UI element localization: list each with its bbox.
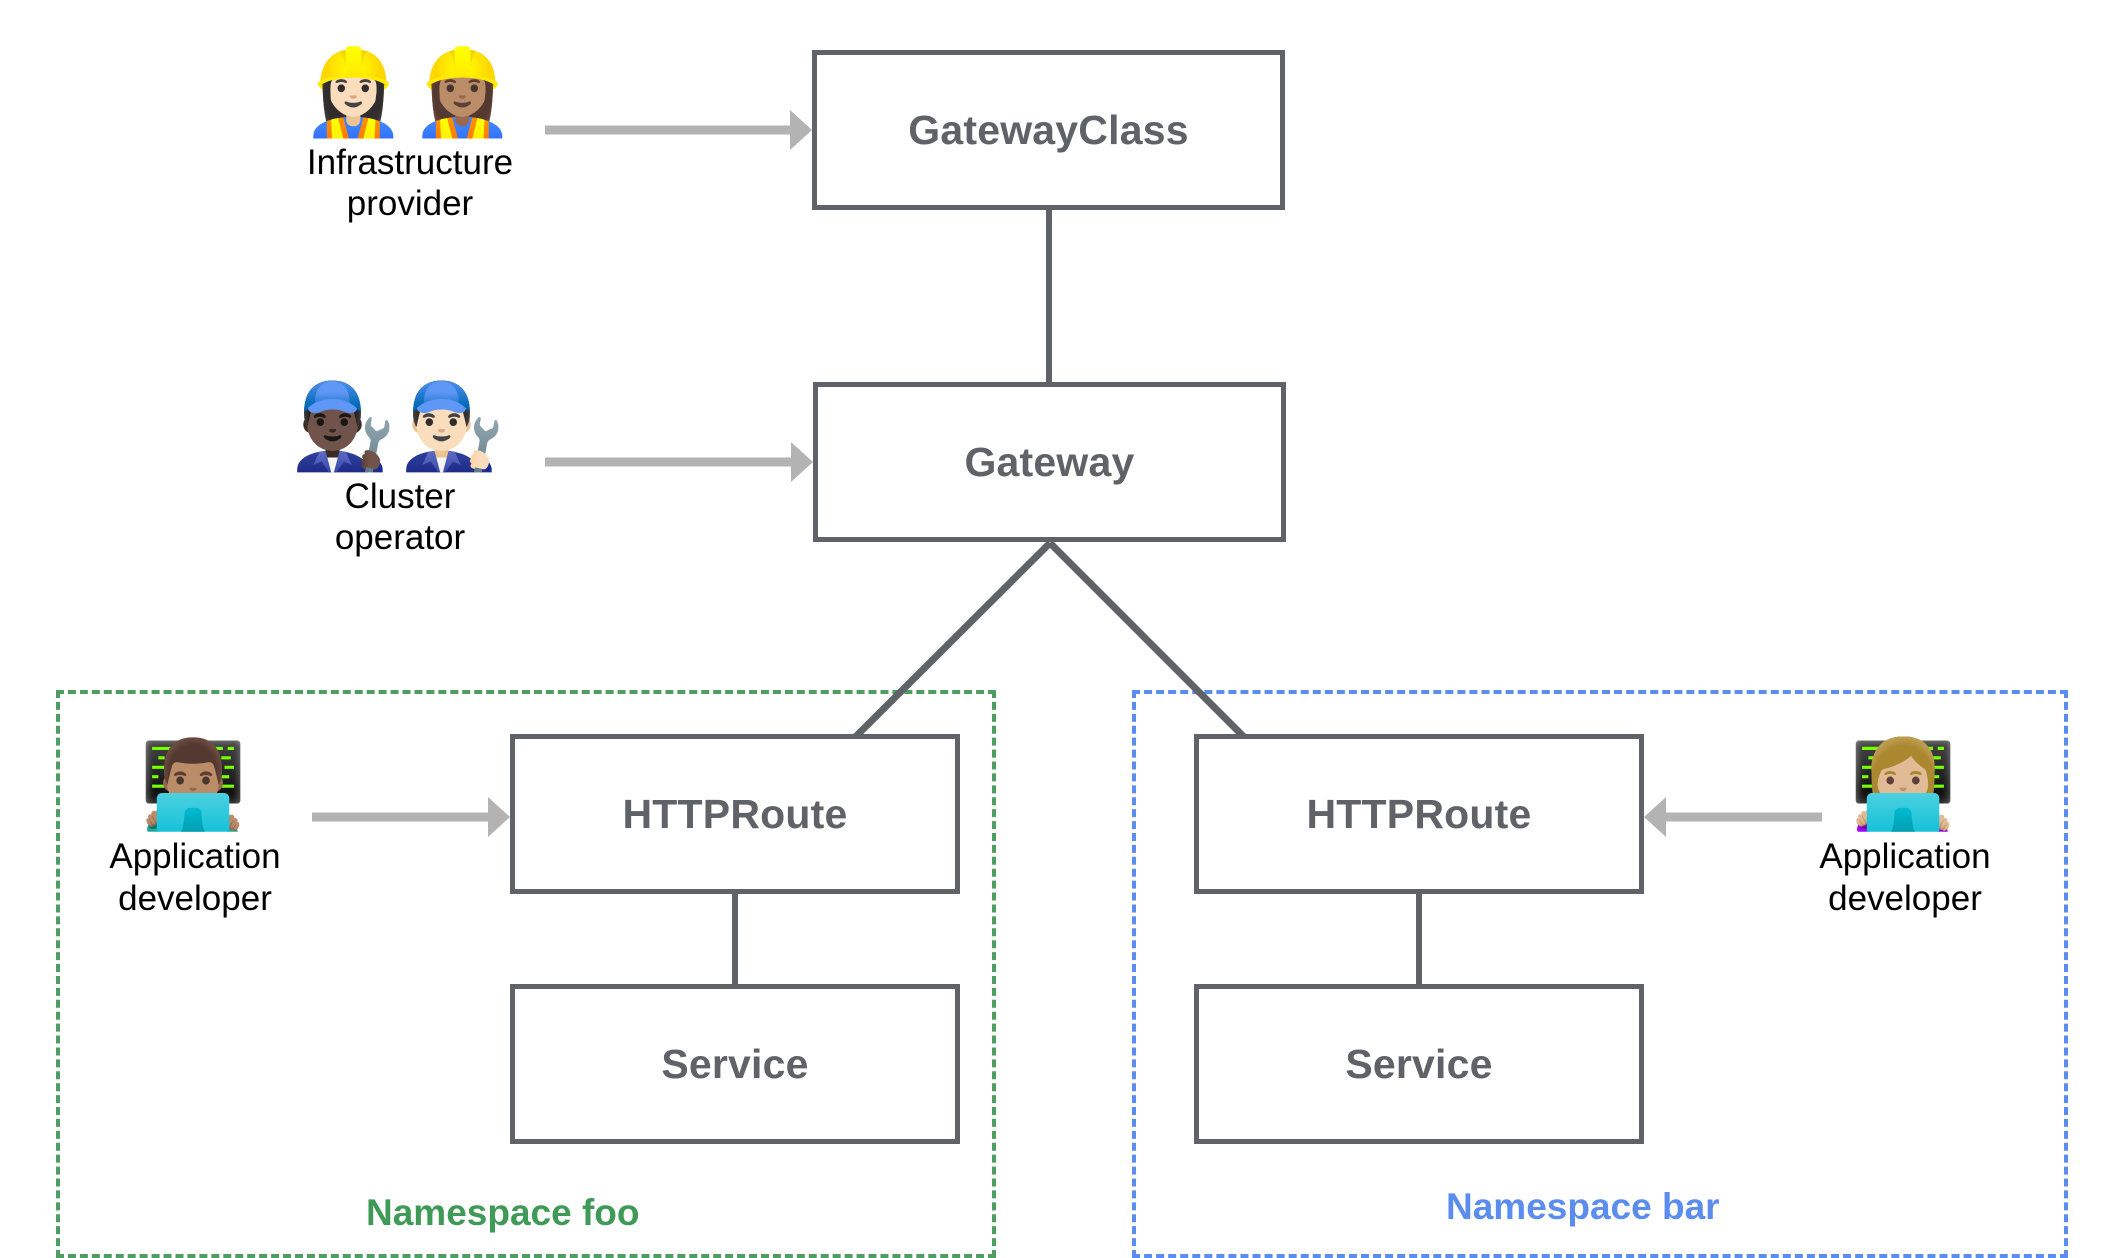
infrastructure-provider-label: Infrastructure provider <box>306 143 514 224</box>
gateway-label: Gateway <box>964 438 1135 485</box>
cluster-operator-label: Cluster operator <box>334 477 466 558</box>
httproute-foo-label: HTTPRoute <box>622 790 848 837</box>
persona-cluster-operator: 👨🏿‍🔧👨🏻‍🔧 Cluster operator <box>255 382 545 559</box>
namespace-foo-label: Namespace foo <box>366 1192 640 1233</box>
woman-technologist-icon: 👩🏼‍💻 <box>1849 737 1961 833</box>
gatewayclass-box[interactable]: GatewayClass <box>812 50 1285 210</box>
application-developer-foo-label: Application developer <box>109 837 281 918</box>
arrow-cluster-operator <box>545 442 813 482</box>
application-developer-bar-label: Application developer <box>1819 837 1991 918</box>
namespace-bar-label: Namespace bar <box>1446 1186 1720 1227</box>
httproute-bar-label: HTTPRoute <box>1306 790 1532 837</box>
persona-application-developer-bar: 👩🏼‍💻 Application developer <box>1800 740 2010 919</box>
gatewayclass-label: GatewayClass <box>908 106 1189 153</box>
arrow-infrastructure-provider <box>545 110 812 150</box>
service-bar-box[interactable]: Service <box>1194 984 1644 1144</box>
namespace-foo-container <box>56 690 996 1258</box>
gateway-box[interactable]: Gateway <box>813 382 1286 542</box>
persona-infrastructure-provider: 👷🏻‍♀️👷🏽‍♀️ Infrastructure provider <box>265 48 555 225</box>
service-foo-label: Service <box>661 1040 809 1087</box>
persona-application-developer-foo: 👨🏽‍💻 Application developer <box>90 740 300 919</box>
service-bar-label: Service <box>1345 1040 1493 1087</box>
service-foo-box[interactable]: Service <box>510 984 960 1144</box>
mechanic-icon: 👨🏿‍🔧👨🏻‍🔧 <box>291 379 509 473</box>
httproute-foo-box[interactable]: HTTPRoute <box>510 734 960 894</box>
man-technologist-icon: 👨🏽‍💻 <box>139 737 251 833</box>
namespace-bar-container <box>1132 690 2068 1258</box>
httproute-bar-box[interactable]: HTTPRoute <box>1194 734 1644 894</box>
woman-construction-worker-icon: 👷🏻‍♀️👷🏽‍♀️ <box>301 45 519 139</box>
